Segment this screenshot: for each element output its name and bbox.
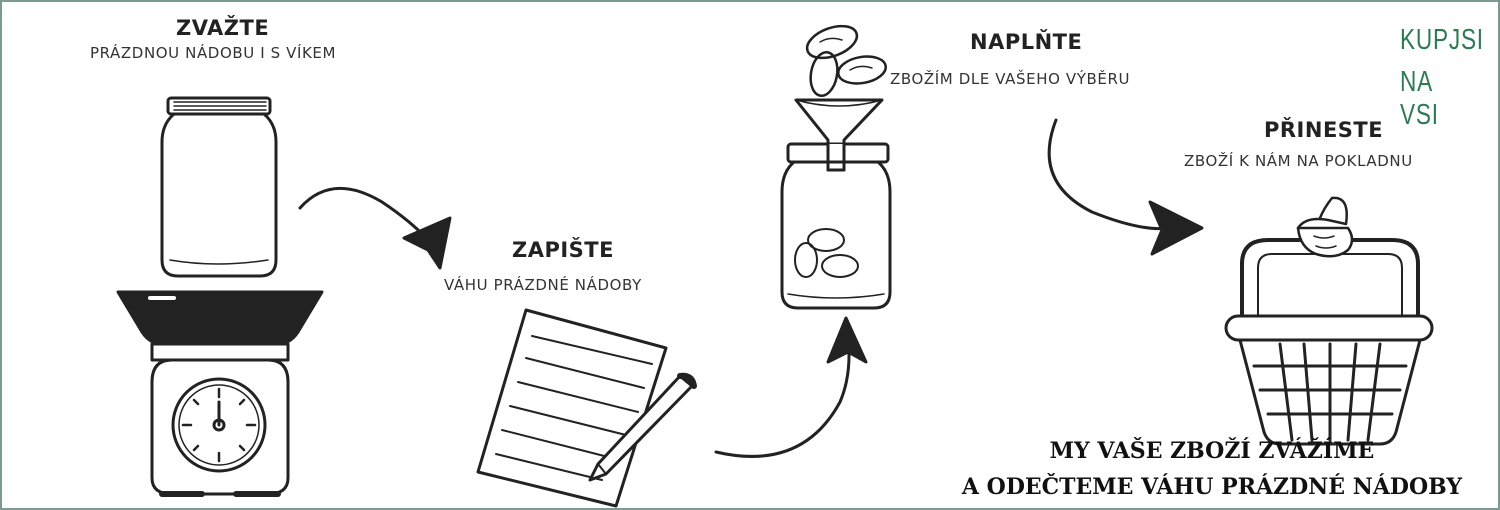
kitchen-scale-icon bbox=[116, 290, 324, 497]
step-2-title: ZAPIŠTE bbox=[512, 238, 614, 262]
final-note-line-1: MY VAŠE ZBOŽÍ ZVÁŽÍME bbox=[1049, 438, 1375, 464]
notepad-pencil-icon bbox=[476, 308, 697, 508]
shopping-basket-icon bbox=[1224, 196, 1434, 446]
step-1-subtitle: PRÁZDNOU NÁDOBU I S VÍKEM bbox=[90, 44, 337, 62]
step-4-subtitle: ZBOŽÍ K NÁM NA POKLADNU bbox=[1184, 152, 1413, 170]
final-note-line-2: A ODEČTEME VÁHU PRÁZDNÉ NÁDOBY bbox=[961, 474, 1463, 500]
step-1-title: ZVAŽTE bbox=[176, 16, 270, 40]
empty-jar-icon bbox=[160, 96, 278, 278]
arrow-2-icon bbox=[714, 316, 868, 458]
step-2-subtitle: VÁHU PRÁZDNÉ NÁDOBY bbox=[444, 276, 642, 294]
logo-line-1: KUPJSI bbox=[1400, 24, 1484, 56]
step-3-title: NAPLŇTE bbox=[970, 30, 1083, 54]
filled-jar-icon bbox=[780, 142, 892, 310]
beans-icon bbox=[805, 24, 887, 98]
arrow-3-icon bbox=[1047, 118, 1204, 256]
arrow-1-icon bbox=[298, 187, 452, 270]
logo-line-2: NA VSI bbox=[1400, 66, 1439, 131]
step-4-title: PŘINESTE bbox=[1264, 118, 1384, 142]
step-3-subtitle: ZBOŽÍM DLE VAŠEHO VÝBĚRU bbox=[890, 70, 1131, 88]
